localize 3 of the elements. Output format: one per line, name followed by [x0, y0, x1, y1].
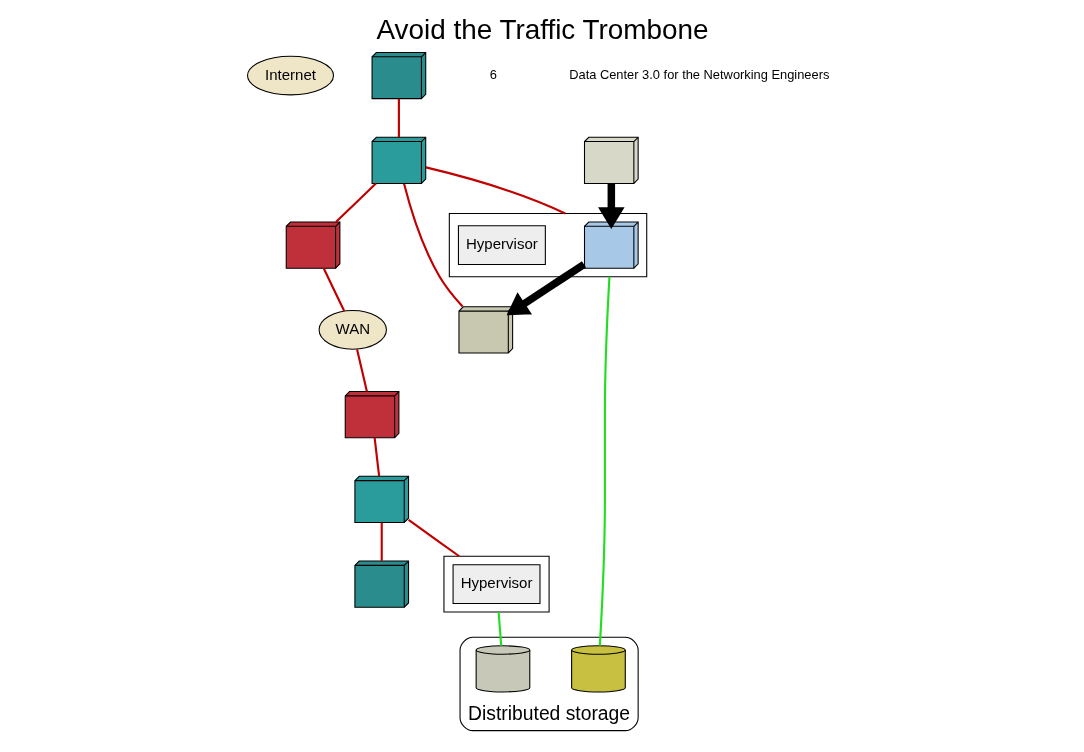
- diagram-title: Avoid the Traffic Trombone: [375, 14, 709, 46]
- label: 6: [489, 66, 497, 82]
- label: Data Center 3.0 for the Networking Engineers: [568, 66, 829, 82]
